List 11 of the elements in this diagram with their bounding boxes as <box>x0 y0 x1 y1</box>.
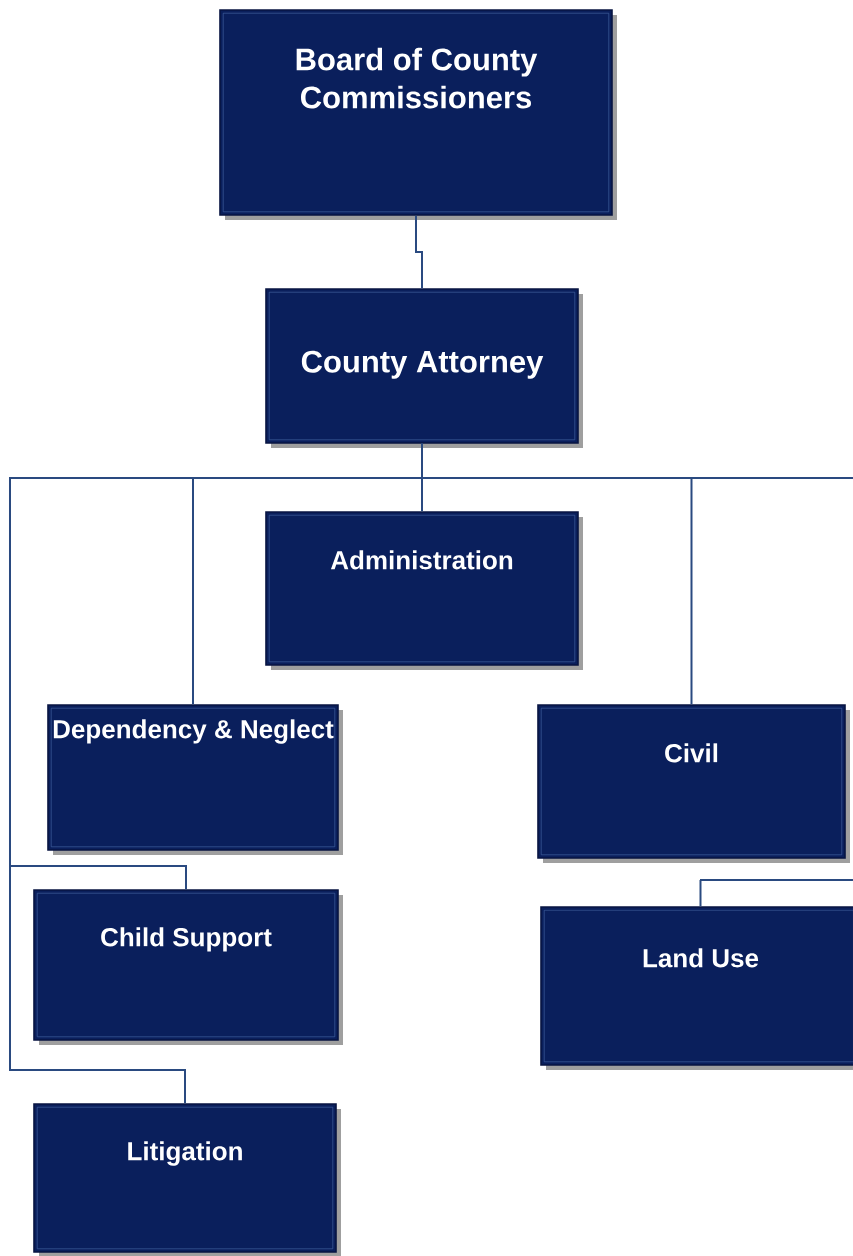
connector-line <box>415 214 423 290</box>
org-box: Board of County Commissioners <box>219 9 617 220</box>
org-box: Land Use <box>540 906 853 1070</box>
connector-line <box>699 879 853 908</box>
org-box: County Attorney <box>265 288 583 448</box>
connector-line <box>421 442 853 479</box>
org-box: Litigation <box>33 1103 341 1256</box>
org-box: Administration <box>265 511 583 670</box>
org-box: Child Support <box>33 889 343 1045</box>
org-box: Dependency & Neglect <box>47 704 343 855</box>
org-box: Civil <box>537 704 850 863</box>
